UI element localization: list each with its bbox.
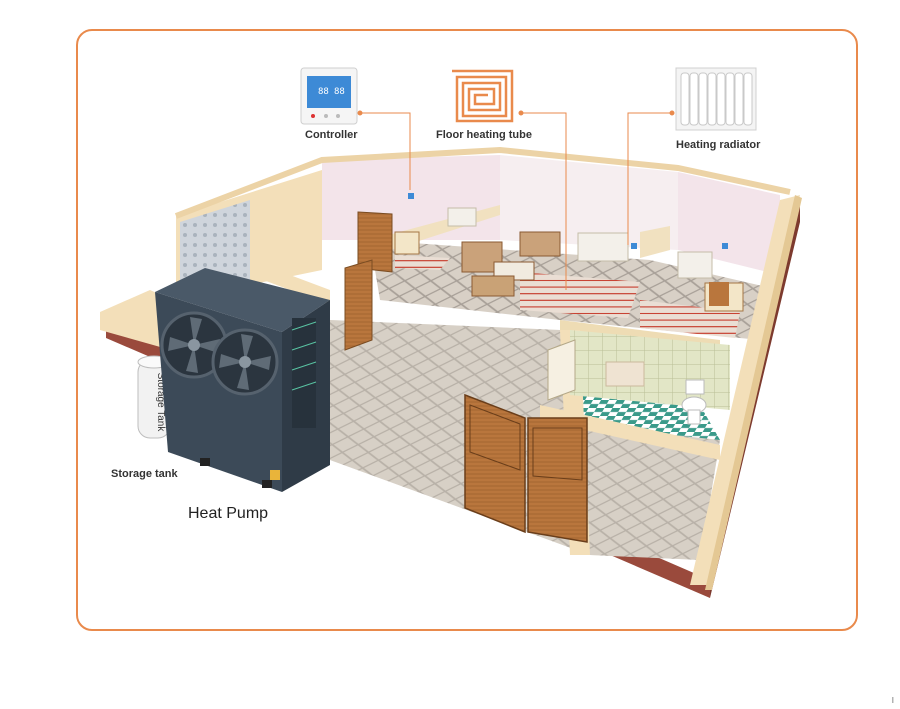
wall-radiators xyxy=(447,207,713,279)
controller-leader xyxy=(360,112,411,190)
radiator-label: Heating radiator xyxy=(676,139,761,151)
wall-thermostats xyxy=(408,193,728,249)
storage-tank-label: Storage tank xyxy=(111,468,178,480)
heat-pump-badge xyxy=(270,470,280,480)
bathroom-floor xyxy=(560,390,720,440)
controller-icon: 88 88 xyxy=(300,67,358,125)
bathroom xyxy=(570,330,730,425)
bathroom-window xyxy=(547,339,576,401)
floor-heating-leader xyxy=(521,112,567,290)
controller-label: Controller xyxy=(305,129,358,141)
heat-pump-unit xyxy=(155,268,330,492)
radiator-icon xyxy=(675,67,757,131)
interior-doors xyxy=(344,211,393,351)
heat-pump-label: Heat Pump xyxy=(188,505,269,522)
diagram-frame xyxy=(76,29,858,631)
bathroom-radiator xyxy=(605,361,645,387)
right-wall xyxy=(690,195,802,590)
storage-tank-side-text: Storage Tank xyxy=(155,373,166,433)
fan-icon xyxy=(211,328,279,396)
toilet xyxy=(681,379,707,425)
front-doors xyxy=(464,393,588,543)
living-room-furniture xyxy=(461,231,561,297)
bedroom-furniture xyxy=(394,231,744,312)
page-mark: I xyxy=(891,696,894,705)
radiator-leader xyxy=(627,112,672,245)
controller-display-left: 88 xyxy=(318,87,329,97)
floor-heating-coil-icon xyxy=(452,69,514,123)
controller-display-right: 88 xyxy=(334,87,345,97)
callout-lines xyxy=(357,110,675,290)
floor-heating-label: Floor heating tube xyxy=(436,129,532,141)
vent-grill xyxy=(291,318,317,428)
